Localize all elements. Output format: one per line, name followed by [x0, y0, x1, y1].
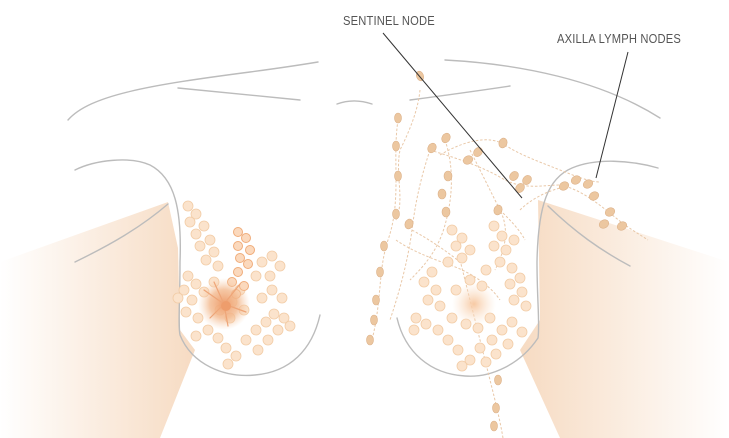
axilla-lymph-nodes-label: AXILLA LYMPH NODES [557, 31, 682, 46]
left-side-outline [74, 159, 321, 377]
left-shoulder-line [67, 61, 319, 121]
right-shoulder-line [444, 59, 661, 119]
sentinel-node-label: SENTINEL NODE [343, 13, 435, 28]
right-side-outline [396, 160, 659, 377]
left-arm-shade [0, 202, 195, 438]
neck-right-line [409, 85, 511, 101]
neck-left-line [177, 87, 301, 101]
axilla-leader-line [595, 51, 629, 179]
sentinel-leader-line [382, 32, 523, 199]
lymph-nodes [366, 70, 628, 432]
leader-lines [382, 32, 629, 199]
left-arm-line [74, 203, 169, 263]
body-outline [67, 59, 661, 377]
right-arm-line [547, 205, 631, 267]
neck-center-line [336, 100, 373, 105]
right-arm-shade [520, 200, 729, 438]
right-breast-core [452, 282, 496, 326]
